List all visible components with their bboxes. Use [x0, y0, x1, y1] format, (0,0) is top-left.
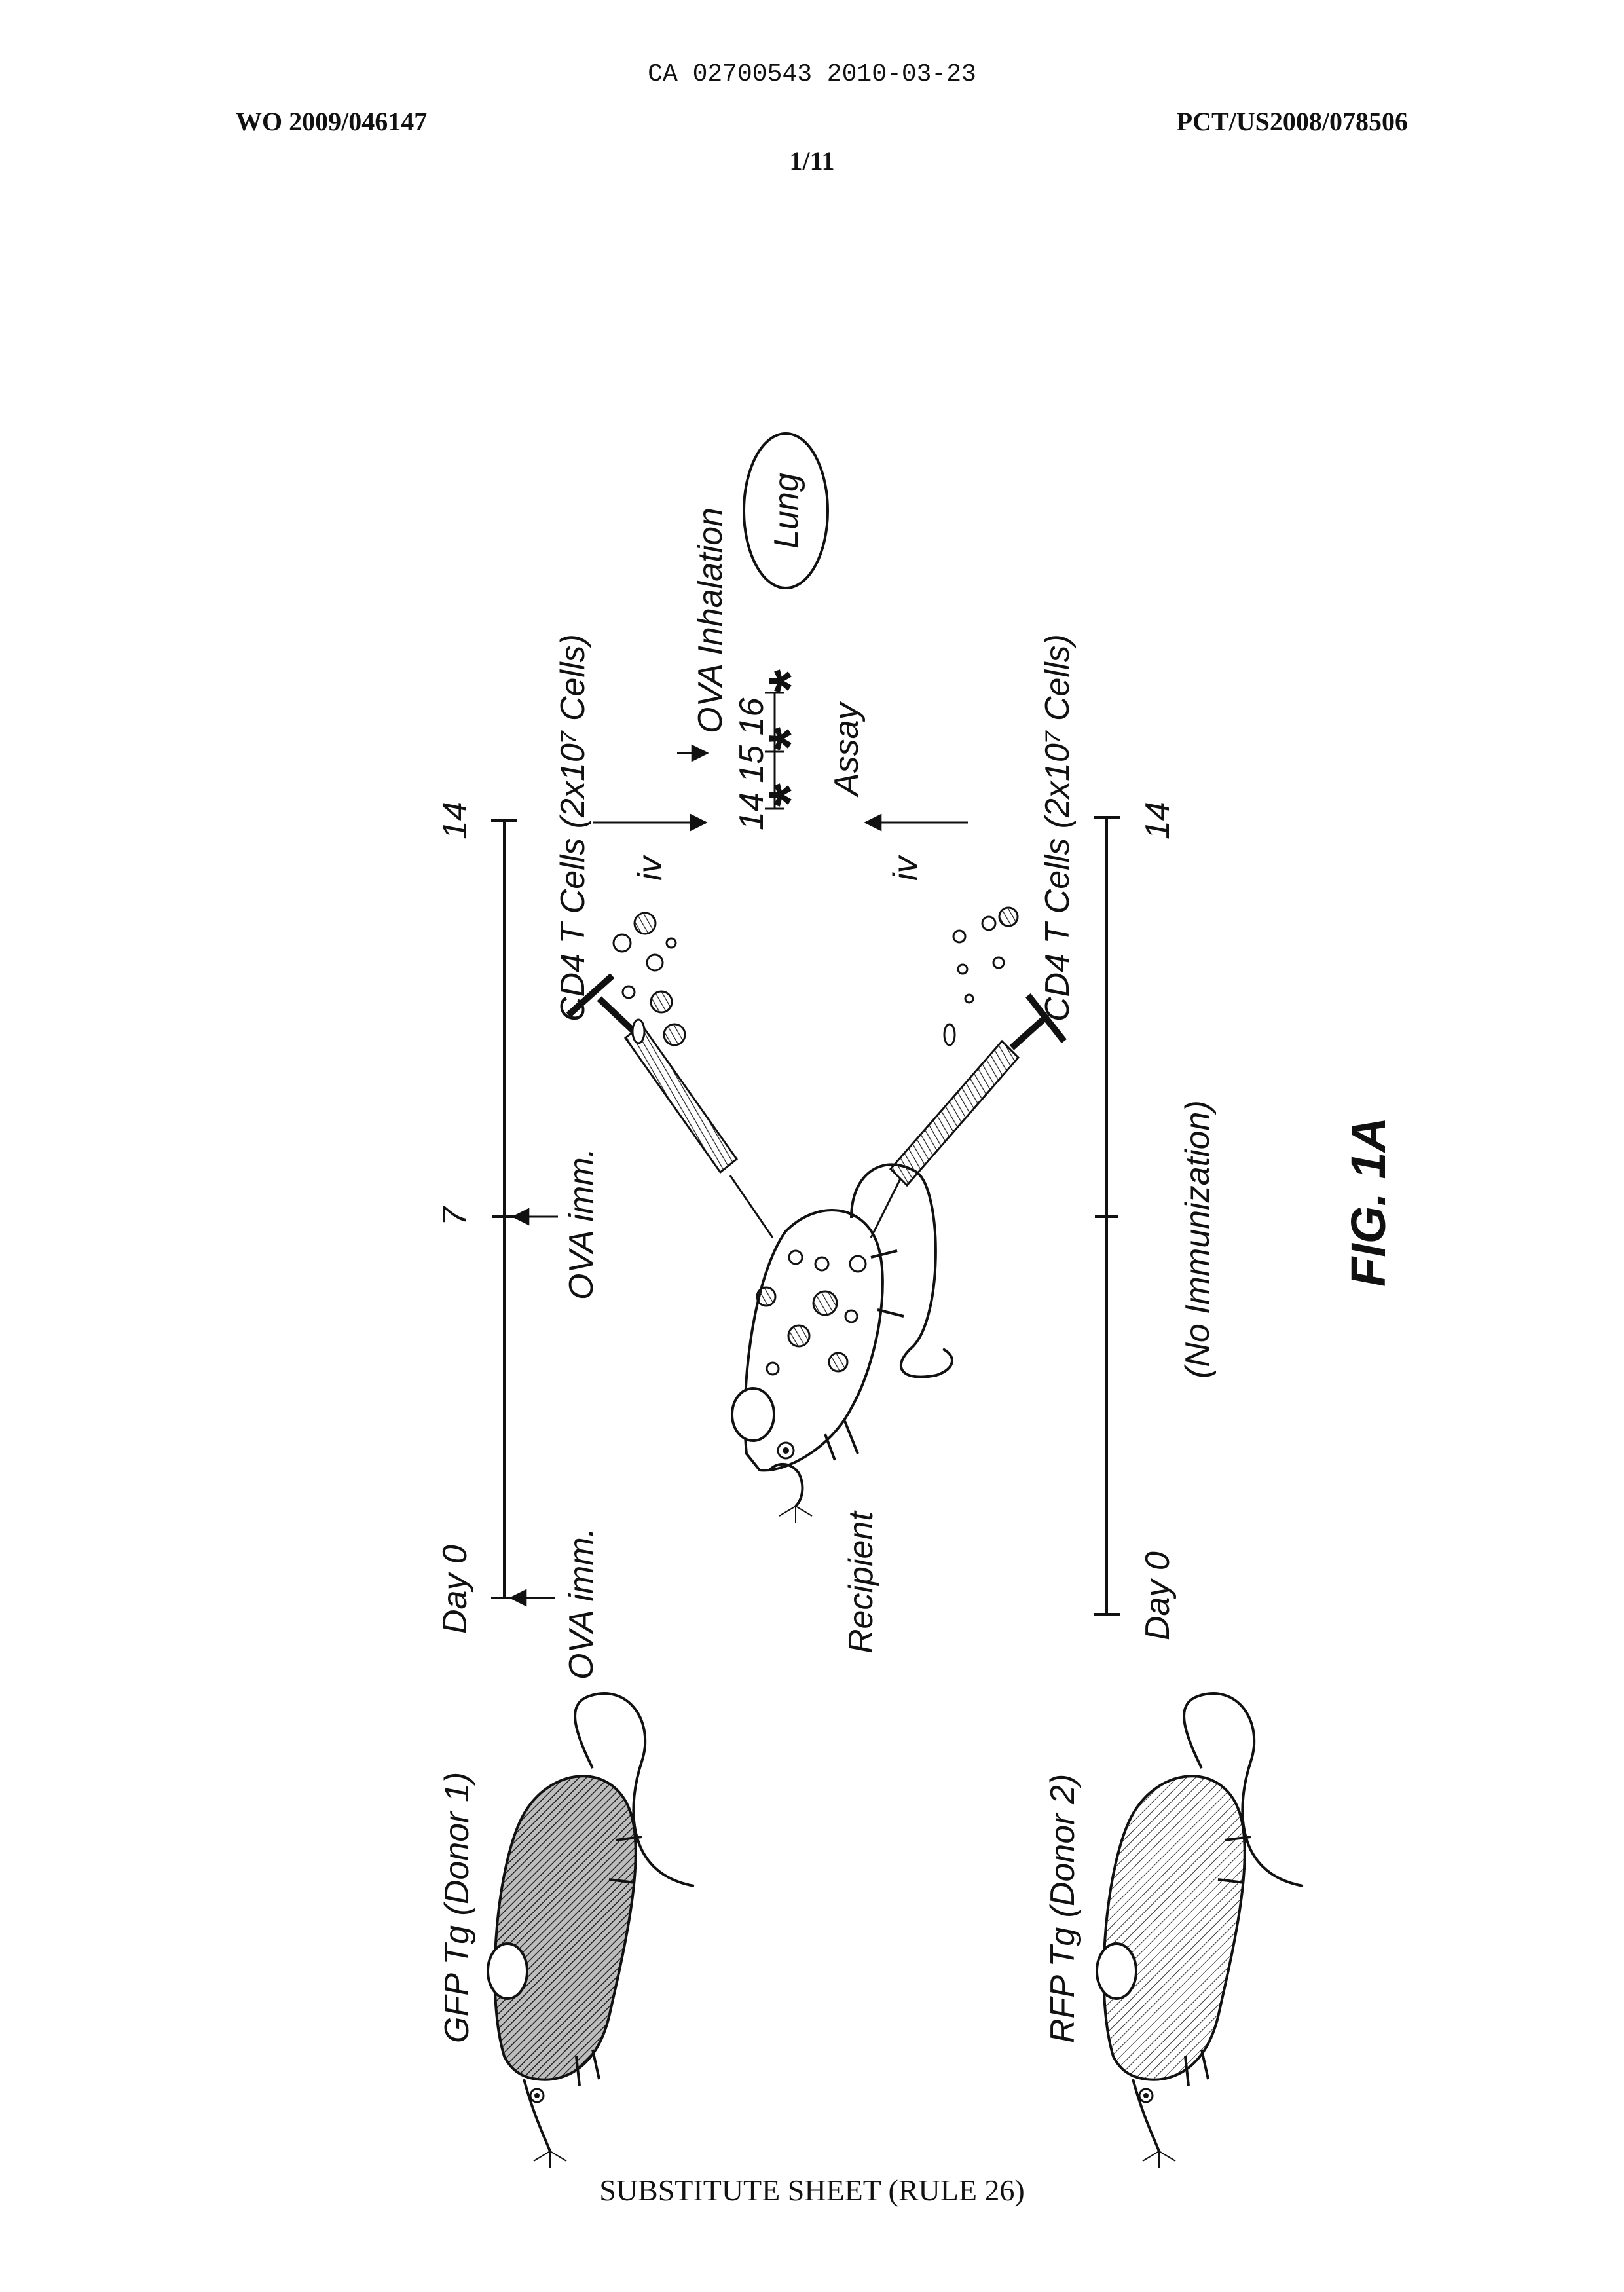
donor2-mouse-illustration [1097, 1693, 1303, 2168]
transfer-top-label: CD4 T Cells (2x10⁷ Cells) [554, 634, 592, 1022]
ova-imm-day0-label: OVA imm. [563, 1528, 600, 1680]
top-day14-label: 14 [436, 802, 474, 840]
cd4-cells-bottom [944, 908, 1018, 1045]
substitute-sheet-footer: SUBSTITUTE SHEET (RULE 26) [0, 2173, 1624, 2208]
svg-text:*: * [757, 727, 824, 750]
transfer-bottom-label: CD4 T Cells (2x10⁷ Cells) [1039, 634, 1077, 1022]
assay-label: Assay [828, 701, 866, 798]
top-timeline [491, 821, 558, 1598]
route-bottom-label: iv [887, 854, 925, 881]
recipient-mouse-illustration [732, 1164, 952, 1523]
top-day7-label: 7 [436, 1206, 474, 1226]
recipient-label: Recipient [842, 1510, 880, 1654]
assay-days-label: 14 15 16 [733, 698, 771, 830]
figure-label: FIG. 1A [1341, 1117, 1395, 1287]
assay-asterisks: * * * [757, 669, 824, 807]
inhalation-label: OVA Inhalation [692, 508, 729, 733]
bottom-day14-label: 14 [1139, 802, 1177, 840]
lung-label: Lung [767, 473, 805, 549]
svg-text:*: * [757, 669, 824, 693]
bottom-timeline [1094, 817, 1120, 1614]
route-top-label: iv [631, 854, 669, 881]
donor2-label: RFP Tg (Donor 2) [1044, 1774, 1082, 2043]
ova-imm-day7-label: OVA imm. [563, 1148, 600, 1300]
no-immunization-label: (No Immunization) [1179, 1100, 1217, 1378]
bottom-day0-label: Day 0 [1139, 1551, 1177, 1640]
top-day0-label: Day 0 [436, 1545, 474, 1634]
svg-text:*: * [757, 783, 824, 807]
donor1-mouse-illustration [488, 1693, 694, 2168]
syringe-bottom-illustration [871, 995, 1064, 1238]
donor1-label: GFP Tg (Donor 1) [438, 1772, 476, 2043]
